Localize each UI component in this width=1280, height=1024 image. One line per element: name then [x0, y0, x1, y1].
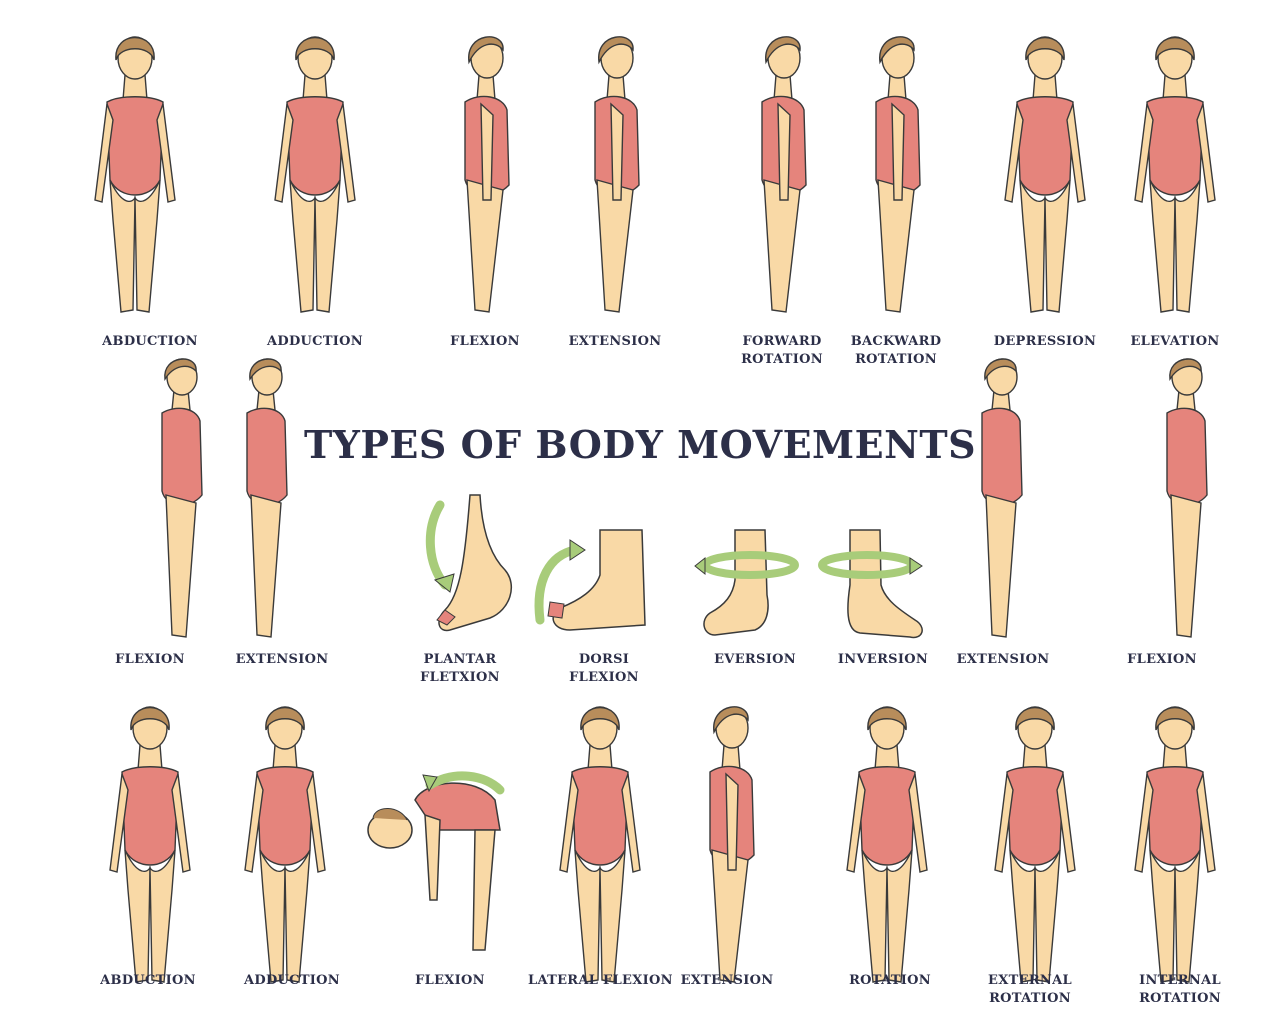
extension-arm-illustration: [594, 36, 640, 313]
leg-abduction-illustration: [109, 706, 191, 983]
label-trunk-rotation: ROTATION: [849, 973, 931, 988]
figure-plantar-flexion: [410, 490, 530, 640]
label-leg-adduction: ADDUCTION: [244, 973, 340, 988]
dorsi-flexion-foot: [534, 529, 646, 631]
trunk-flexion-illustration: [367, 771, 505, 951]
leg-flexion-illustration: [161, 358, 203, 638]
figure-trunk-flexion: [355, 760, 515, 960]
label-abduction-arms: ABDUCTION: [102, 334, 198, 349]
figure-internal-rotation: [1105, 690, 1245, 983]
plantar-flexion-foot: [425, 494, 513, 632]
figure-flexion-arm: [415, 20, 555, 330]
label-lateral-flexion: LATERAL FLEXION: [528, 973, 673, 988]
knee-extension-illustration: [981, 358, 1023, 638]
eversion-foot: [694, 529, 799, 636]
label-leg-abduction: ABDUCTION: [100, 973, 196, 988]
figure-dorsi-flexion: [530, 520, 660, 640]
figure-adduction-arms: [245, 20, 385, 330]
label-leg-flexion: FLEXION: [115, 652, 185, 667]
figure-leg-adduction: [215, 690, 365, 983]
label-flexion-arm: FLEXION: [450, 334, 520, 349]
figure-lateral-flexion: [530, 690, 670, 983]
figure-depression: [975, 20, 1115, 330]
label-trunk-flexion: FLEXION: [415, 973, 485, 988]
figure-eversion: [694, 525, 815, 645]
label-leg-flexion-right: FLEXION: [1127, 652, 1197, 667]
label-leg-extension: EXTENSION: [235, 652, 329, 667]
flexion-arm-illustration: [464, 36, 510, 313]
figure-leg-extension: [215, 358, 415, 645]
figure-leg-flexion: [30, 358, 230, 645]
figure-extension-arm: [545, 20, 685, 330]
forward-rotation-illustration: [761, 36, 807, 313]
figure-trunk-extension: [660, 690, 800, 983]
figure-elevation: [1105, 20, 1245, 330]
label-adduction-arms: ADDUCTION: [267, 334, 363, 349]
figure-abduction-arms: [80, 20, 220, 330]
figure-leg-flexion-right: [1060, 358, 1260, 645]
inversion-foot: [818, 529, 923, 639]
trunk-extension-illustration: [709, 706, 755, 983]
external-rotation-illustration: [994, 706, 1076, 983]
figure-backward-rotation: [826, 20, 966, 330]
figure-external-rotation: [965, 690, 1105, 983]
label-inversion: INVERSION: [837, 652, 929, 667]
label-extension-arm: EXTENSION: [568, 334, 662, 349]
adduction-figure-illustration: [274, 36, 356, 313]
trunk-rotation-illustration: [846, 706, 928, 983]
label-trunk-extension: EXTENSION: [680, 973, 774, 988]
figure-inversion: [815, 525, 935, 645]
leg-adduction-illustration: [244, 706, 326, 983]
label-elevation: ELEVATION: [1130, 334, 1220, 349]
label-depression: DEPRESSION: [993, 334, 1097, 349]
label-knee-extension: EXTENSION: [956, 652, 1050, 667]
elevation-illustration: [1134, 36, 1216, 313]
figure-forward-rotation: [712, 20, 852, 330]
abduction-figure-illustration: [94, 36, 176, 313]
depression-illustration: [1004, 36, 1086, 313]
internal-rotation-illustration: [1134, 706, 1216, 983]
page-title: TYPES OF BODY MOVEMENTS: [303, 422, 977, 467]
figure-knee-extension: [940, 358, 1080, 645]
figure-trunk-rotation: [815, 690, 955, 983]
label-eversion: EVERSION: [714, 652, 796, 667]
leg-extension-illustration: [246, 358, 288, 638]
figure-leg-abduction: [50, 690, 200, 983]
backward-rotation-illustration: [875, 36, 921, 313]
leg-flexion-right-illustration: [1166, 358, 1208, 638]
lateral-flexion-illustration: [559, 706, 641, 983]
